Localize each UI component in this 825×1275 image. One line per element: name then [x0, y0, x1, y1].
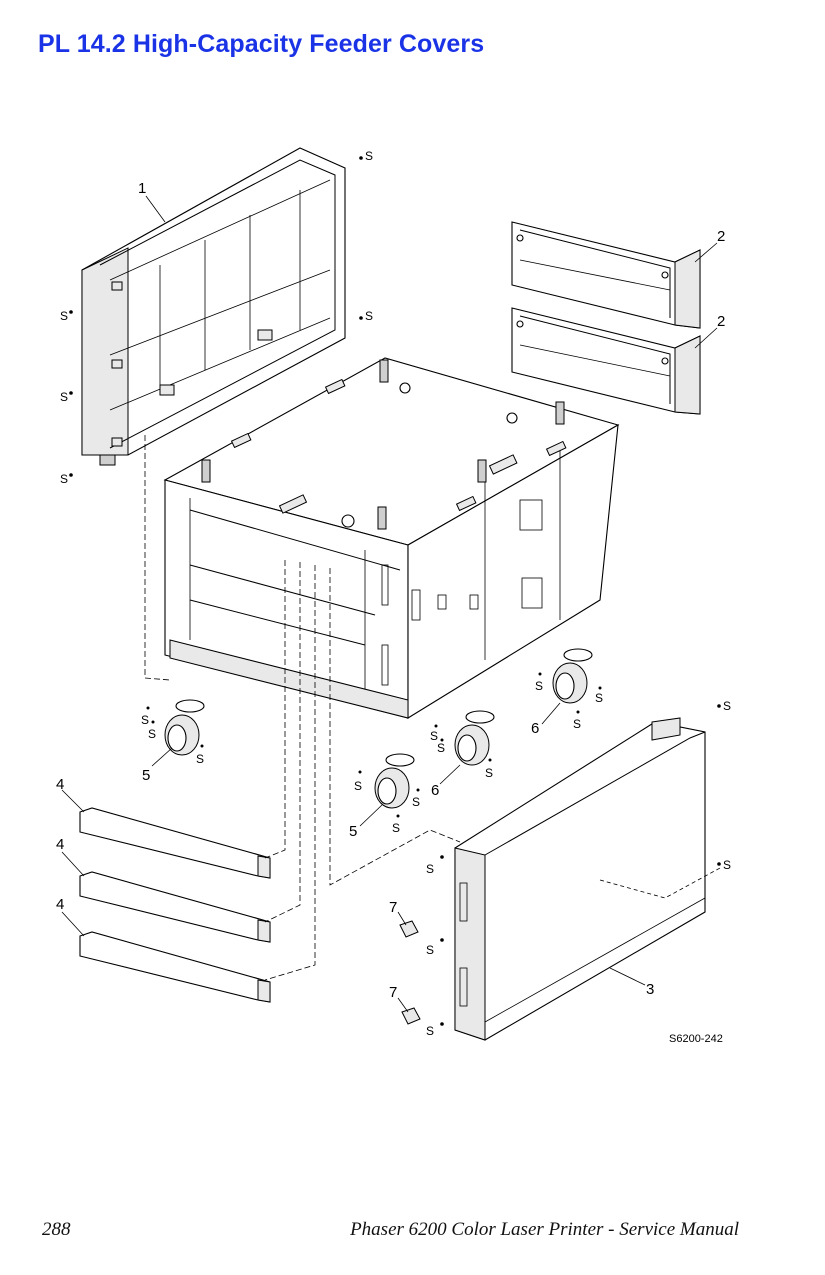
screw-marker: S	[60, 390, 73, 404]
svg-text:S: S	[535, 679, 543, 693]
screw-marker: S	[354, 770, 362, 793]
svg-text:S: S	[485, 766, 493, 780]
screw-marker: S	[430, 724, 438, 743]
svg-text:S: S	[365, 149, 373, 163]
figure-id-label: S6200-242	[669, 1033, 723, 1045]
screw-marker: S	[392, 814, 400, 835]
front-cover-part-3	[454, 717, 706, 1041]
svg-text:S: S	[595, 691, 603, 705]
screw-marker: S	[359, 309, 373, 323]
screw-marker: S	[535, 672, 543, 693]
svg-text:S: S	[573, 717, 581, 731]
callout-7: 7	[389, 899, 397, 916]
callout-6: 6	[531, 720, 539, 737]
svg-text:S: S	[426, 1024, 434, 1038]
assembly-leader-lines	[144, 435, 721, 981]
screw-marker: S	[148, 720, 156, 741]
screw-marker: S	[437, 738, 445, 755]
svg-text:S: S	[354, 779, 362, 793]
callout-5: 5	[349, 823, 357, 840]
svg-text:S: S	[437, 741, 445, 755]
cover-strip-part-4-middle	[79, 871, 271, 943]
svg-text:S: S	[60, 472, 68, 486]
svg-text:S: S	[412, 795, 420, 809]
svg-text:S: S	[430, 729, 438, 743]
caster-part-6-center	[454, 710, 495, 766]
callout-2: 2	[717, 228, 725, 245]
caster-part-5-left	[164, 699, 205, 756]
callout-5: 5	[142, 767, 150, 784]
callout-leaders	[61, 195, 718, 1013]
screw-marker: S	[196, 744, 204, 766]
svg-text:S: S	[365, 309, 373, 323]
manual-title: Phaser 6200 Color Laser Printer - Servic…	[350, 1219, 739, 1240]
callout-6: 6	[431, 782, 439, 799]
callout-4: 4	[56, 836, 64, 853]
svg-text:S: S	[196, 752, 204, 766]
callout-4: 4	[56, 776, 64, 793]
svg-text:S: S	[60, 390, 68, 404]
latch-part-7-lower	[401, 1007, 421, 1025]
screw-marker: S	[426, 1022, 444, 1038]
screw-marker: S	[426, 855, 444, 876]
svg-text:S: S	[148, 727, 156, 741]
latch-part-7-upper	[399, 920, 419, 938]
screw-marker: S	[359, 149, 373, 163]
svg-text:S: S	[723, 699, 731, 713]
rear-cover-part-1	[81, 147, 346, 466]
screw-marker: S	[426, 938, 444, 957]
screw-marker: S	[485, 758, 493, 780]
svg-text:S: S	[392, 821, 400, 835]
screw-markers: S S S S S S S S S S S S S S S S S S S S …	[60, 149, 731, 1038]
cover-strip-part-4-top	[79, 807, 271, 879]
side-cover-part-2-lower	[511, 307, 701, 415]
cover-strip-part-4-bottom	[79, 931, 271, 1003]
screw-marker: S	[717, 699, 731, 713]
caster-part-6-right	[552, 648, 593, 704]
feeder-frame	[163, 357, 620, 719]
screw-marker: S	[60, 309, 73, 323]
caster-part-5-center	[374, 753, 415, 809]
callout-2: 2	[717, 313, 725, 330]
svg-text:S: S	[60, 309, 68, 323]
screw-marker: S	[717, 858, 731, 872]
page-number: 288	[42, 1219, 71, 1240]
callout-1: 1	[138, 180, 146, 197]
page-title: PL 14.2 High-Capacity Feeder Covers	[38, 30, 485, 58]
screw-marker: S	[412, 788, 420, 809]
screw-marker: S	[141, 706, 150, 727]
svg-text:S: S	[723, 858, 731, 872]
side-cover-part-2-upper	[511, 221, 701, 329]
callout-3: 3	[646, 981, 654, 998]
svg-text:S: S	[426, 943, 434, 957]
callout-4: 4	[56, 896, 64, 913]
screw-marker: S	[573, 710, 581, 731]
screw-marker: S	[595, 686, 603, 705]
svg-text:S: S	[141, 713, 149, 727]
svg-text:S: S	[426, 862, 434, 876]
callout-7: 7	[389, 984, 397, 1001]
callout-numbers: 1 2 2 3 4 4 4 5 5 6 6 7 7	[56, 180, 725, 1001]
screw-marker: S	[60, 472, 73, 486]
